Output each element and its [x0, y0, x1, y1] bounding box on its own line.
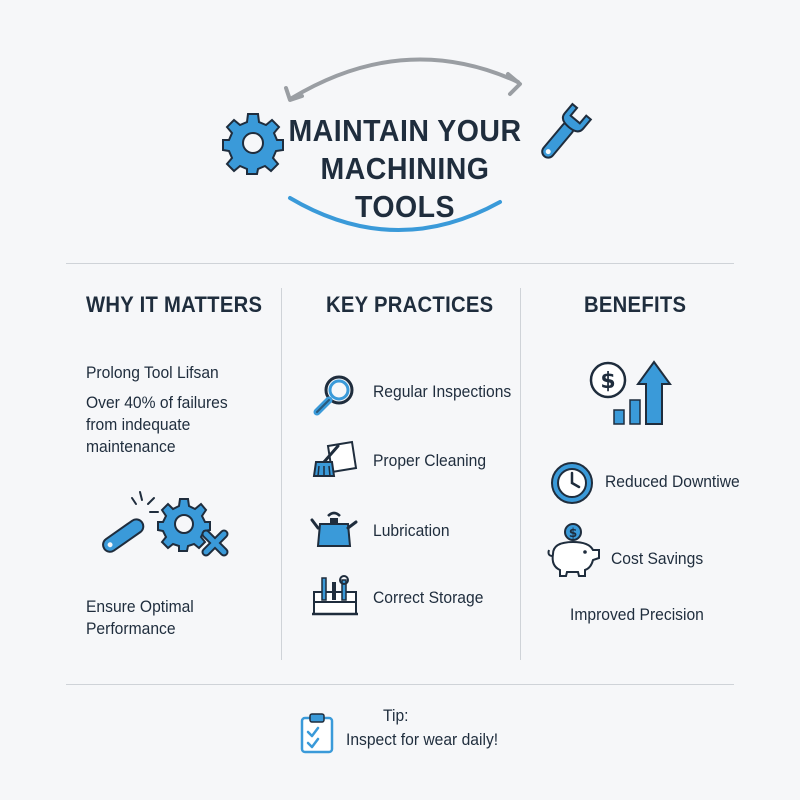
why-item-2-line-3: maintenance — [86, 437, 176, 456]
clock-icon — [551, 462, 593, 504]
svg-text:$: $ — [600, 369, 615, 394]
oil-can-icon — [310, 511, 358, 547]
growth-chart-icon: $ — [589, 360, 672, 425]
top-divider — [66, 263, 734, 264]
why-item-2-line-1: Over 40% of failures — [86, 393, 228, 412]
broken-tool-icon — [102, 491, 229, 557]
toolbox-icon — [312, 575, 358, 616]
title-line-2: MACHINING TOOLS — [320, 151, 490, 224]
piggy-bank-icon: $ — [547, 523, 600, 577]
practice-label-cleaning: Proper Cleaning — [373, 451, 487, 470]
magnifier-icon — [313, 375, 354, 416]
why-item-2-line-2: from indequate — [86, 415, 191, 434]
column-divider-1 — [281, 288, 282, 660]
column-title-why-it-matters: WHY IT MATTERS — [86, 292, 263, 317]
practice-label-storage: Correct Storage — [373, 588, 484, 607]
column-title-benefits: BENEFITS — [584, 292, 687, 317]
gear-icon — [222, 113, 284, 175]
title-line-1: MAINTAIN YOUR — [288, 113, 522, 148]
why-footer-line-1: Ensure Optimal — [86, 597, 194, 616]
bottom-divider — [66, 684, 734, 685]
practice-label-lubrication: Lubrication — [373, 521, 450, 540]
benefit-label-downtime: Reduced Downtiwe — [605, 472, 740, 491]
cycle-arrow-icon — [284, 57, 522, 102]
tip-text: Inspect for wear daily! — [346, 730, 499, 749]
benefit-label-savings: Cost Savings — [611, 549, 704, 568]
wrench-icon — [541, 102, 593, 159]
why-item-2: Over 40% of failures from indequate main… — [86, 392, 228, 458]
title-underline-arc — [288, 196, 502, 232]
why-item-1: Prolong Tool Lifsan — [86, 363, 219, 382]
why-footer: Ensure Optimal Performance — [86, 596, 194, 640]
why-footer-line-2: Performance — [86, 619, 176, 638]
practice-label-inspections: Regular Inspections — [373, 382, 512, 401]
page-title: MAINTAIN YOUR MACHINING TOOLS — [281, 112, 529, 226]
brush-cleaning-icon — [312, 440, 358, 477]
svg-text:$: $ — [569, 526, 577, 540]
column-title-key-practices: KEY PRACTICES — [326, 292, 494, 317]
tip-label: Tip: — [383, 706, 409, 725]
column-divider-2 — [520, 288, 521, 660]
clipboard-check-icon — [300, 713, 334, 754]
benefit-label-precision: Improved Precision — [570, 605, 704, 624]
